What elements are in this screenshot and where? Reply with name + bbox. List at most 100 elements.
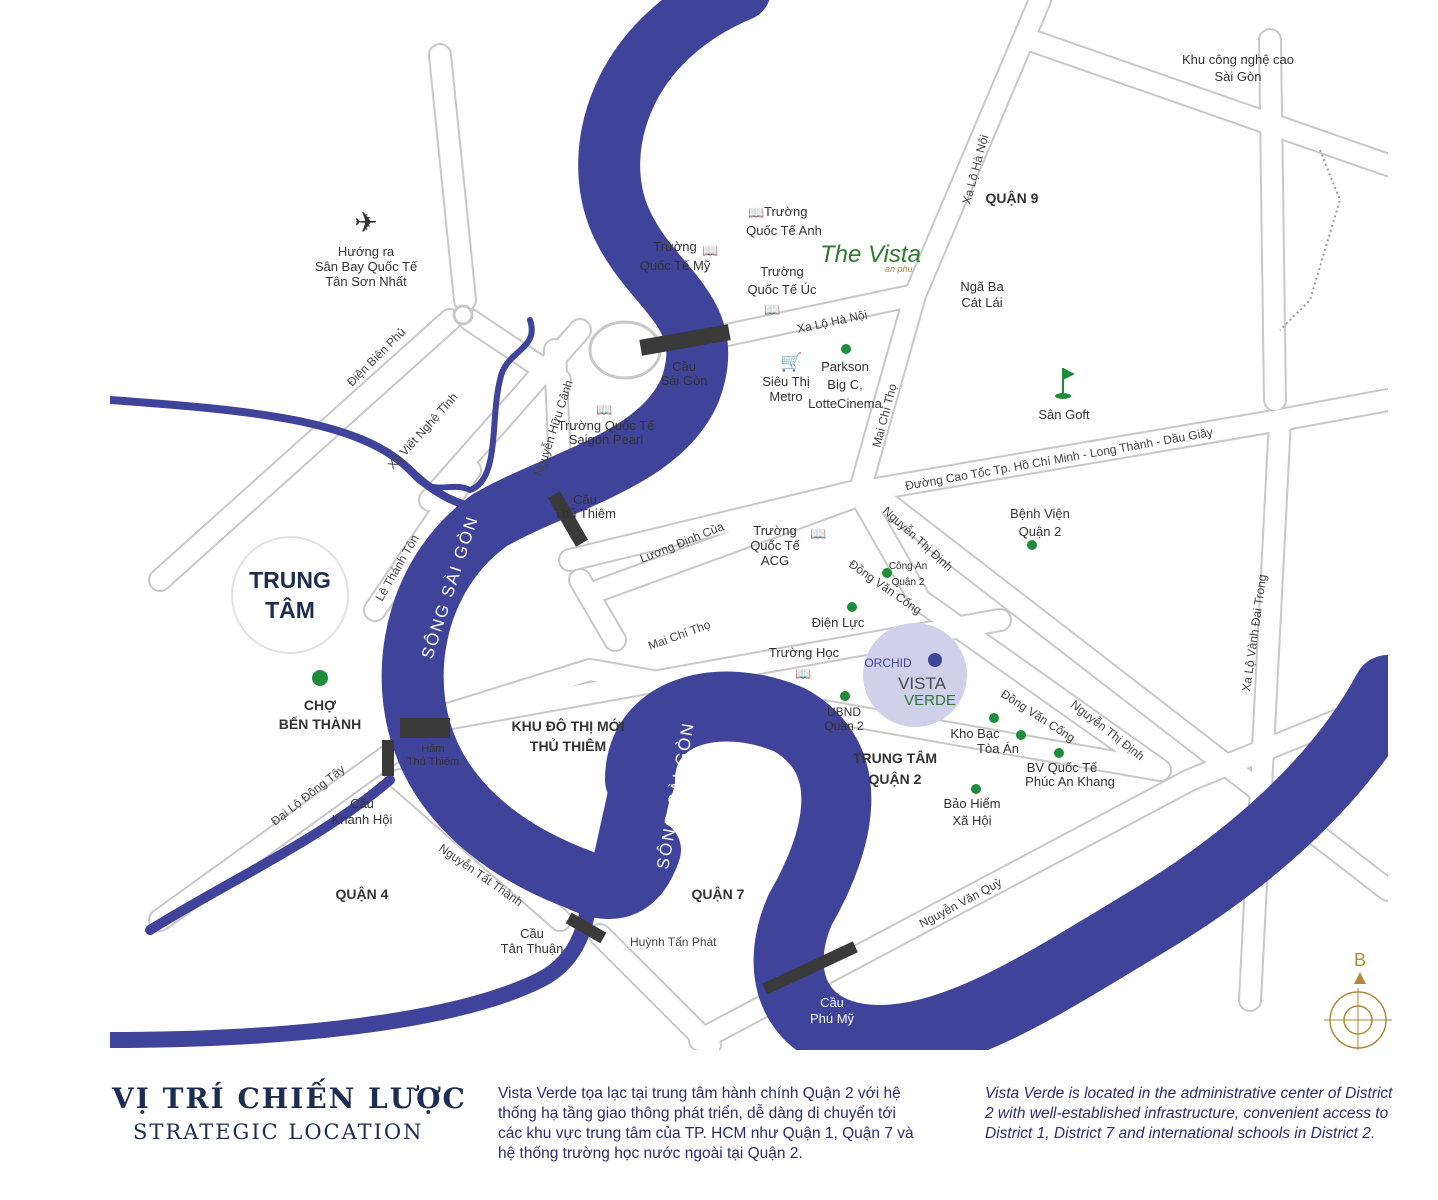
metro-poi[interactable]: 🛒 Siêu Thị Metro xyxy=(762,351,810,404)
parkson-line-1: Parkson xyxy=(821,359,869,374)
treasury-court-poi[interactable]: Kho Bạc Tòa Án xyxy=(950,713,1026,756)
acg-line-2: Quốc Tế xyxy=(750,538,800,553)
thu-thiem-bridge[interactable] xyxy=(547,491,589,547)
poi-dot xyxy=(971,784,981,794)
saigon-bridge[interactable] xyxy=(639,324,731,356)
road-expressway: Đường Cao Tốc Tp. Hồ Chí Minh - Long Thà… xyxy=(904,425,1214,493)
thu-thiem-bridge-line-1: Cầu xyxy=(573,492,597,507)
airport-line-1: Hướng ra xyxy=(338,244,395,259)
school-american[interactable]: Trường Quốc Tế Mỹ 📖 xyxy=(640,239,718,273)
school-australian-line-1: Trường xyxy=(760,264,803,279)
compass-north-label: B xyxy=(1354,950,1366,970)
court-label: Tòa Án xyxy=(977,741,1019,756)
district4-label: QUẬN 4 xyxy=(336,885,389,902)
newtown-line-1: KHU ĐÔ THỊ MỚI xyxy=(511,717,624,734)
airplane-icon: ✈ xyxy=(354,207,377,238)
police-line-1: Công An xyxy=(889,561,927,572)
tan-thuan-line-2: Tân Thuận xyxy=(501,941,564,956)
insurance-line-1: Bảo Hiểm xyxy=(943,796,1000,811)
road-mai-chi-tho-south: Mai Chí Thọ xyxy=(646,617,712,653)
compass-arrow-icon xyxy=(1354,972,1366,984)
book-icon: 📖 xyxy=(702,243,718,258)
saigon-bridge-line-2: Sài Gòn xyxy=(661,373,708,388)
police-line-2: Quận 2 xyxy=(892,577,925,588)
thu-thiem-bridge-line-2: Thủ Thiêm xyxy=(554,506,616,521)
orchid-flower-icon xyxy=(928,653,942,667)
poi-dot xyxy=(882,568,892,578)
school-american-line-2: Quốc Tế Mỹ xyxy=(640,258,711,273)
location-map: SÔNG SÀI GÒN SÔNG SÀI GÒN TRUNG TÂM ORCH… xyxy=(110,0,1392,1050)
acg-line-1: Trường xyxy=(753,523,796,538)
police-d2-poi[interactable]: Công An Quận 2 xyxy=(882,561,927,588)
khanh-hoi-line-1: Cầu xyxy=(350,796,374,811)
school-american-line-1: Trường xyxy=(653,239,696,254)
ubnd-poi[interactable]: UBND Quận 2 xyxy=(824,691,864,733)
saigon-pearl-line-2: Saigon Pearl xyxy=(569,432,644,447)
project-highlight xyxy=(863,623,967,727)
tan-thuan-bridge[interactable] xyxy=(565,912,607,944)
school-english-line-2: Quốc Tế Anh xyxy=(746,223,822,238)
phu-my-line-1: Cầu xyxy=(820,995,844,1010)
hospital-intl-poi[interactable]: BV Quốc Tế Phúc An Khang xyxy=(1025,748,1115,789)
airport-line-3: Tân Sơn Nhất xyxy=(325,274,407,289)
ben-thanh-dot xyxy=(312,670,328,686)
hospital-d2-line-2: Quận 2 xyxy=(1019,524,1062,539)
parkson-line-3: LotteCinema xyxy=(808,396,882,411)
verde-logo-text: VERDE xyxy=(904,692,956,709)
the-vista-sub: an phu xyxy=(885,264,913,274)
hospital-intl-line-2: Phúc An Khang xyxy=(1025,774,1115,789)
school-acg[interactable]: Trường Quốc Tế ACG 📖 xyxy=(750,523,826,568)
parkson-line-2: Big C, xyxy=(827,377,862,392)
hitech-line-1: Khu công nghệ cao xyxy=(1182,52,1294,67)
poi-dot xyxy=(1054,748,1064,758)
acg-line-3: ACG xyxy=(761,553,789,568)
footer-title: VỊ TRÍ CHIẾN LƯỢC xyxy=(112,1082,467,1115)
district9-label: QUẬN 9 xyxy=(986,189,1039,206)
poi-dot xyxy=(841,344,851,354)
treasury-label: Kho Bạc xyxy=(950,726,1000,741)
thu-thiem-tunnel[interactable] xyxy=(400,718,450,738)
khanh-hoi-line-2: Khánh Hội xyxy=(332,812,393,827)
parkson-poi[interactable]: Parkson Big C, LotteCinema xyxy=(808,344,883,411)
tan-thuan-line-1: Cầu xyxy=(520,926,544,941)
saigon-pearl-line-1: Trường Quốc Tế xyxy=(558,418,655,433)
social-insurance-poi[interactable]: Bảo Hiểm Xã Hội xyxy=(943,784,1001,828)
metro-line-1: Siêu Thị xyxy=(762,374,810,389)
phu-my-line-2: Phú Mỹ xyxy=(810,1011,855,1026)
footer-description-vi: Vista Verde tọa lạc tại trung tâm hành c… xyxy=(498,1085,914,1162)
hitech-line-2: Sài Gòn xyxy=(1215,69,1262,84)
school-saigon-pearl[interactable]: 📖 Trường Quốc Tế Saigon Pearl xyxy=(558,402,655,447)
school-general[interactable]: Trường Học 📖 xyxy=(769,645,840,681)
center-label-1: TRUNG xyxy=(249,567,331,593)
poi-dot xyxy=(1016,730,1026,740)
hospital-d2-poi[interactable]: Bệnh Viện Quận 2 xyxy=(1010,506,1070,550)
insurance-line-2: Xã Hội xyxy=(952,813,991,828)
footer-subtitle: STRATEGIC LOCATION xyxy=(133,1120,424,1144)
golf-flag-shape xyxy=(1063,368,1075,380)
golf-poi[interactable]: Sân Goft xyxy=(1038,368,1090,422)
book-icon: 📖 xyxy=(764,302,780,317)
poi-dot xyxy=(847,602,857,612)
golf-label: Sân Goft xyxy=(1038,407,1090,422)
vista-logo-text: VISTA xyxy=(898,674,947,693)
airport-line-2: Sân Bay Quốc Tế xyxy=(315,259,418,274)
compass: B xyxy=(1324,950,1392,1050)
school-english[interactable]: 📖 Trường Quốc Tế Anh xyxy=(746,204,822,238)
metro-line-2: Metro xyxy=(769,389,802,404)
book-icon: 📖 xyxy=(596,402,612,417)
road-nguyen-van-quy: Nguyễn Văn Quỳ xyxy=(916,874,1004,930)
poi-dot xyxy=(989,713,999,723)
khanh-hoi-bridge[interactable] xyxy=(382,740,394,776)
electricity-poi[interactable]: Điện Lực xyxy=(812,602,865,630)
poi-dot xyxy=(1027,540,1037,550)
footer-description-en: Vista Verde is located in the administra… xyxy=(985,1085,1393,1142)
ubnd-line-1: UBND xyxy=(827,705,861,719)
center-d2-line-1: TRUNG TÂM xyxy=(853,749,937,766)
ben-thanh-line-2: BẾN THÀNH xyxy=(279,716,361,732)
nga-ba-line-1: Ngã Ba xyxy=(960,279,1004,294)
bridges xyxy=(382,324,858,995)
phu-my-bridge[interactable] xyxy=(762,941,858,995)
road-huynh-tan-phat: Huỳnh Tấn Phát xyxy=(630,935,717,949)
orchid-logo-text: ORCHID xyxy=(864,656,912,670)
school-australian[interactable]: Trường Quốc Tế Úc 📖 xyxy=(747,264,817,317)
